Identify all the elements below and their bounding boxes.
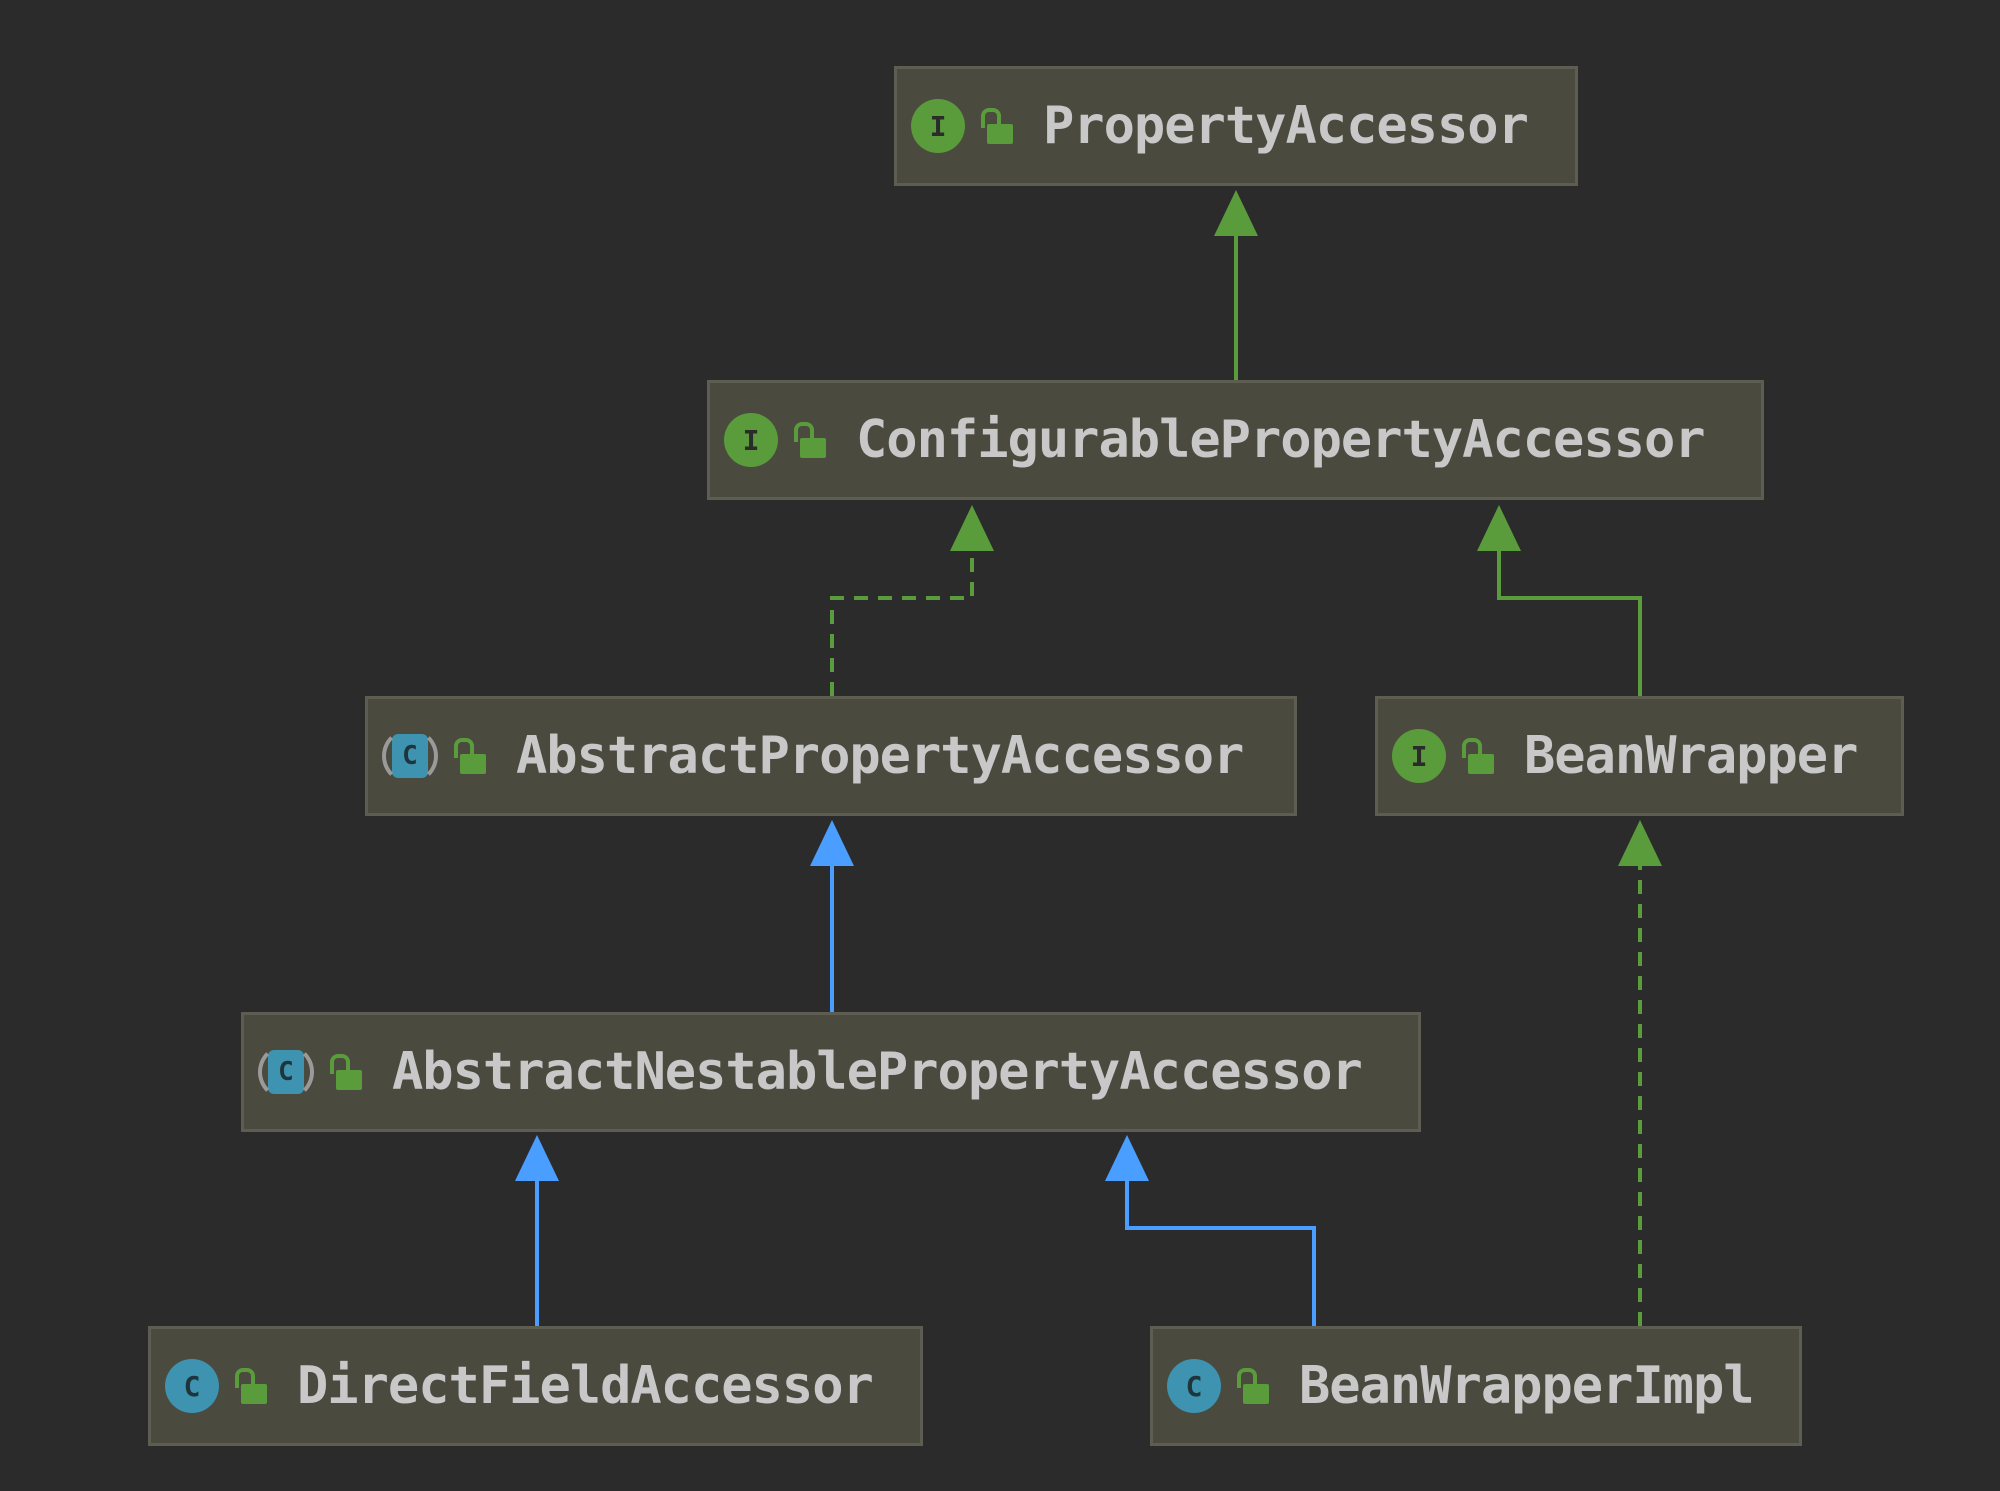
public-lock-icon bbox=[328, 1052, 364, 1092]
public-lock-icon bbox=[1460, 736, 1496, 776]
arrowhead-configurable-left bbox=[950, 505, 994, 551]
public-lock-icon bbox=[1235, 1366, 1271, 1406]
node-label: BeanWrapperImpl bbox=[1299, 1356, 1755, 1416]
node-direct-field-accessor[interactable]: C DirectFieldAccessor bbox=[148, 1326, 923, 1446]
interface-icon: I bbox=[911, 99, 965, 153]
node-property-accessor[interactable]: I PropertyAccessor bbox=[894, 66, 1578, 186]
arrowhead-abstract-property bbox=[810, 820, 854, 866]
interface-icon: I bbox=[1392, 729, 1446, 783]
node-label: BeanWrapper bbox=[1524, 726, 1858, 786]
public-lock-icon bbox=[452, 736, 488, 776]
arrowhead-configurable-right bbox=[1477, 505, 1521, 551]
edge-bean-wrapper-to-configurable bbox=[1497, 550, 1642, 696]
node-label: AbstractPropertyAccessor bbox=[516, 726, 1244, 786]
node-abstract-property-accessor[interactable]: C AbstractPropertyAccessor bbox=[365, 696, 1297, 816]
node-label: AbstractNestablePropertyAccessor bbox=[392, 1042, 1363, 1102]
edge-bean-wrapper-impl-to-nestable bbox=[1125, 1180, 1316, 1326]
edge-abstract-property-to-configurable bbox=[830, 550, 974, 696]
interface-icon: I bbox=[724, 413, 778, 467]
abstract-class-letter: C bbox=[392, 734, 428, 778]
public-lock-icon bbox=[792, 420, 828, 460]
class-icon: C bbox=[165, 1359, 219, 1413]
abstract-class-letter: C bbox=[268, 1050, 304, 1094]
arrowhead-property-accessor bbox=[1214, 190, 1258, 236]
node-label: ConfigurablePropertyAccessor bbox=[856, 410, 1706, 470]
class-icon: C bbox=[1167, 1359, 1221, 1413]
public-lock-icon bbox=[233, 1366, 269, 1406]
node-label: PropertyAccessor bbox=[1043, 96, 1529, 156]
arrowhead-bean-wrapper bbox=[1618, 820, 1662, 866]
node-abstract-nestable-property-accessor[interactable]: C AbstractNestablePropertyAccessor bbox=[241, 1012, 1421, 1132]
arrowhead-nestable-right bbox=[1105, 1135, 1149, 1181]
abstract-class-icon: C bbox=[382, 728, 438, 784]
node-label: DirectFieldAccessor bbox=[297, 1356, 874, 1416]
public-lock-icon bbox=[979, 106, 1015, 146]
node-bean-wrapper-impl[interactable]: C BeanWrapperImpl bbox=[1150, 1326, 1802, 1446]
abstract-class-icon: C bbox=[258, 1044, 314, 1100]
node-bean-wrapper[interactable]: I BeanWrapper bbox=[1375, 696, 1904, 816]
node-configurable-property-accessor[interactable]: I ConfigurablePropertyAccessor bbox=[707, 380, 1764, 500]
arrowhead-nestable-left bbox=[515, 1135, 559, 1181]
